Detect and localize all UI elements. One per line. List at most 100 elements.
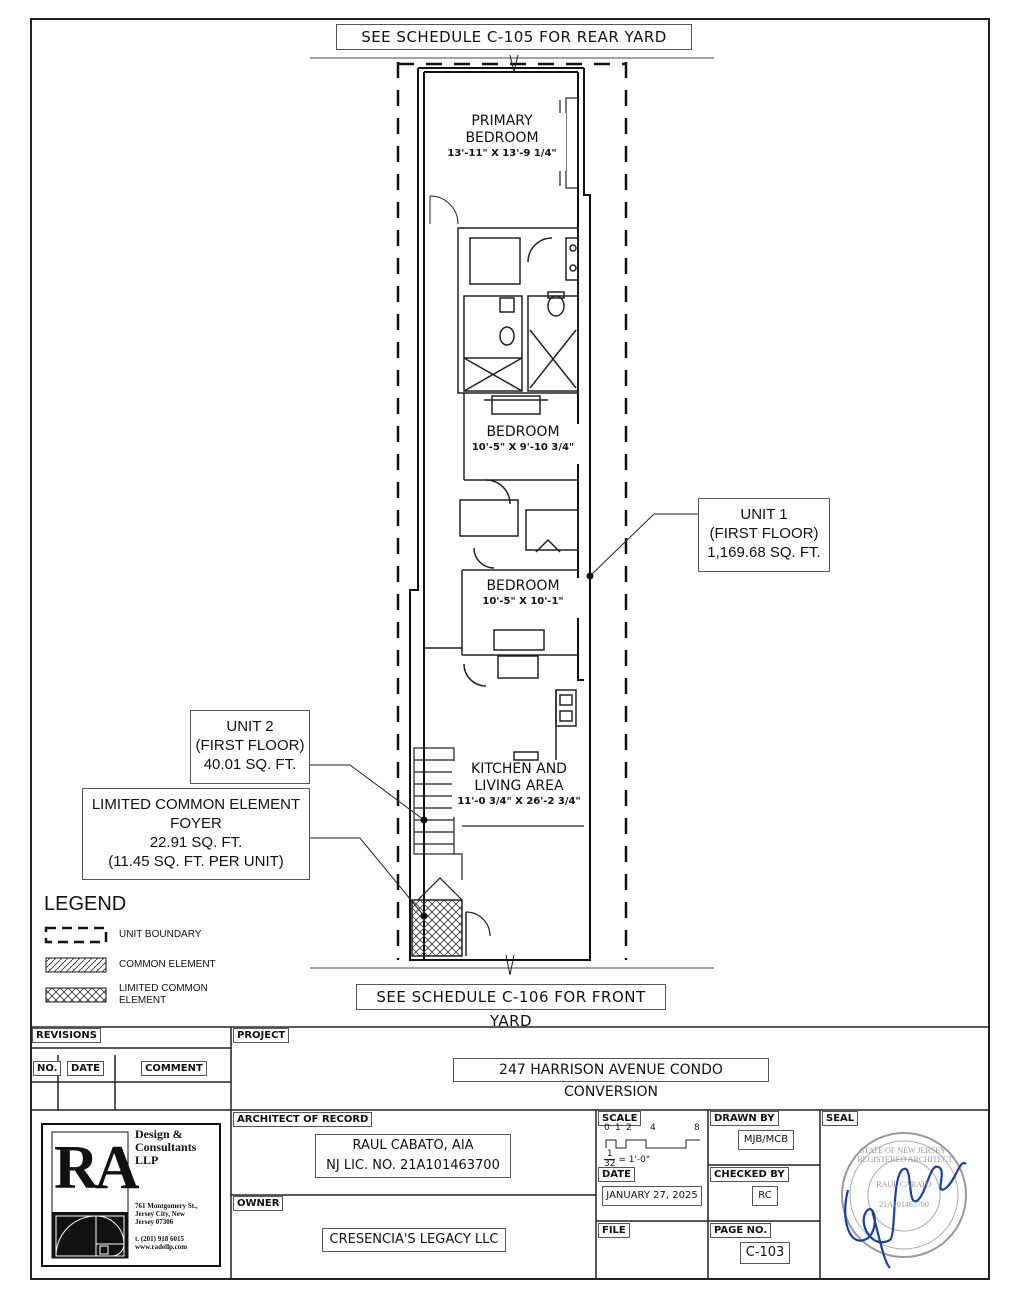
legend-title: LEGEND — [44, 893, 127, 915]
drawn-by-label: DRAWN BY — [710, 1111, 779, 1126]
architect-name: RAUL CABATO, AIA — [352, 1138, 474, 1153]
bedroom-2-name: BEDROOM — [486, 424, 560, 440]
architect-signature — [844, 1161, 967, 1269]
limited-common-element-callout: LIMITED COMMON ELEMENT FOYER 22.91 SQ. F… — [82, 788, 310, 880]
architect-box: RAUL CABATO, AIA NJ LIC. NO. 21A10146370… — [315, 1134, 511, 1178]
room-label-kitchen-living: KITCHEN AND LIVING AREA 11'-0 3/4" X 26'… — [452, 761, 586, 817]
checked-by-value: RC — [752, 1186, 778, 1206]
firm-address: 761 Montgomery St., Jersey City, New Jer… — [135, 1202, 198, 1226]
revisions-col-no: NO. — [33, 1061, 62, 1076]
bedroom-2-walls — [463, 393, 578, 481]
firm-website: www.radellp.com — [135, 1243, 188, 1251]
rear-yard-note-text: SEE SCHEDULE C-105 FOR REAR YARD — [361, 28, 667, 46]
firm-name: Design & Consultants LLP — [135, 1128, 196, 1167]
unit1-callout: UNIT 1 (FIRST FLOOR) 1,169.68 SQ. FT. — [698, 498, 830, 572]
scale-numerator: 1 — [604, 1150, 616, 1160]
file-label: FILE — [598, 1223, 630, 1238]
date-label: DATE — [598, 1167, 635, 1182]
room-label-primary-bedroom: PRIMARY BEDROOM 13'-11" X 13'-9 1/4" — [438, 113, 566, 171]
lce-room: FOYER — [170, 815, 222, 832]
drawn-by-value: MJB/MCB — [738, 1130, 794, 1150]
project-label: PROJECT — [233, 1028, 290, 1043]
legend-limited-common-symbol — [45, 987, 107, 1003]
revisions-col-date: DATE — [67, 1061, 104, 1076]
unit2-title: UNIT 2 — [226, 718, 274, 735]
project-name: 247 HARRISON AVENUE CONDO CONVERSION — [453, 1058, 769, 1100]
revisions-label: REVISIONS — [32, 1028, 101, 1043]
firm-address-line2: Jersey City, New — [135, 1210, 185, 1218]
firm-address-line3: Jersey 07306 — [135, 1218, 174, 1226]
legend-limited-common-line1: LIMITED COMMON — [119, 983, 208, 994]
drawing-sheet-border — [30, 18, 990, 1280]
lce-per-unit: (11.45 SQ. FT. PER UNIT) — [108, 853, 284, 870]
logo-box — [41, 1123, 221, 1267]
firm-name-line2: Consultants — [135, 1140, 197, 1154]
unit1-floor: (FIRST FLOOR) — [709, 525, 819, 542]
primary-bedroom-name-2: BEDROOM — [465, 130, 539, 146]
logo-golden-spiral — [55, 1215, 125, 1257]
hall-closets — [459, 479, 579, 569]
unit1-leader-dot — [586, 572, 594, 580]
lce-title: LIMITED COMMON ELEMENT — [91, 796, 301, 813]
room-label-bedroom-2: BEDROOM 10'-5" X 9'-10 3/4" — [466, 424, 580, 464]
legend-unit-boundary-label: UNIT BOUNDARY — [119, 929, 202, 940]
legend-limited-common-label: LIMITED COMMON ELEMENT — [119, 983, 208, 1007]
kitchen-fixtures — [424, 647, 577, 761]
kitchen-dimensions: 11'-0 3/4" X 26'-2 3/4" — [457, 796, 581, 807]
front-yard-note: SEE SCHEDULE C-106 FOR FRONT YARD — [356, 984, 666, 1030]
rear-yard-note: SEE SCHEDULE C-105 FOR REAR YARD — [336, 24, 692, 50]
unit-boundary-lines — [396, 62, 628, 960]
primary-bedroom-dimensions: 13'-11" X 13'-9 1/4" — [447, 148, 557, 159]
unit1-leader — [589, 513, 698, 577]
scale-tick-8: 8 — [694, 1123, 700, 1133]
unit2-leader — [310, 764, 425, 821]
bedroom-3-walls — [461, 569, 578, 656]
page-no-value: C-103 — [740, 1242, 790, 1264]
unit2-floor: (FIRST FLOOR) — [195, 737, 305, 754]
legend-limited-common-line2: ELEMENT — [119, 995, 167, 1006]
seal-center-name: RAUL CABATO — [876, 1180, 932, 1189]
scale-denominator: 32 — [604, 1159, 616, 1169]
unit1-area: 1,169.68 SQ. FT. — [707, 544, 821, 561]
bathroom-core — [457, 227, 579, 394]
revisions-col-comment: COMMENT — [141, 1061, 207, 1076]
bedroom-2-dimensions: 10'-5" X 9'-10 3/4" — [471, 442, 575, 453]
foyer-hatched — [411, 899, 463, 957]
owner-label: OWNER — [233, 1196, 284, 1211]
scale-text: = 1'-0" — [618, 1155, 651, 1165]
owner-name: CRESENCIA'S LEGACY LLC — [322, 1228, 506, 1252]
primary-bedroom-name-1: PRIMARY — [471, 113, 533, 129]
kitchen-name-1: KITCHEN AND — [471, 761, 567, 777]
lce-leader-dot — [420, 912, 428, 920]
lce-leader — [310, 837, 425, 917]
logo-mark-block — [52, 1212, 128, 1258]
architect-label: ARCHITECT OF RECORD — [233, 1112, 373, 1127]
firm-name-line1: Design & — [135, 1127, 183, 1141]
page-no-label: PAGE NO. — [710, 1223, 772, 1238]
firm-address-line1: 761 Montgomery St., — [135, 1202, 198, 1210]
scale-bar — [605, 1139, 700, 1149]
title-block-grid — [30, 1026, 990, 1280]
architect-license: NJ LIC. NO. 21A101463700 — [326, 1158, 500, 1173]
scale-tick-1: 1 — [615, 1123, 621, 1133]
front-yard-note-text: SEE SCHEDULE C-106 FOR FRONT YARD — [376, 988, 646, 1030]
unit2-area: 40.01 SQ. FT. — [203, 756, 297, 773]
seal-label: SEAL — [822, 1111, 859, 1126]
scale-ratio: 1 32 = 1'-0" — [604, 1150, 650, 1169]
seal-center-license: 21A101463700 — [879, 1200, 929, 1209]
scale-tick-2: 2 — [626, 1123, 632, 1133]
legend-common-element-symbol — [45, 957, 107, 973]
unit1-title: UNIT 1 — [740, 506, 788, 523]
firm-logo-letters: RA — [54, 1134, 140, 1202]
date-value: JANUARY 27, 2025 — [602, 1186, 702, 1206]
scale-tick-4: 4 — [650, 1123, 656, 1133]
scale-tick-0: 0 — [604, 1123, 610, 1133]
firm-phone: t. (201) 918 6015 — [135, 1235, 184, 1243]
unit2-callout: UNIT 2 (FIRST FLOOR) 40.01 SQ. FT. — [190, 710, 310, 784]
lce-area: 22.91 SQ. FT. — [149, 834, 243, 851]
unit2-leader-dot — [420, 816, 428, 824]
checked-by-label: CHECKED BY — [710, 1167, 789, 1182]
scale-label: SCALE — [598, 1111, 642, 1126]
bedroom-3-name: BEDROOM — [486, 578, 560, 594]
